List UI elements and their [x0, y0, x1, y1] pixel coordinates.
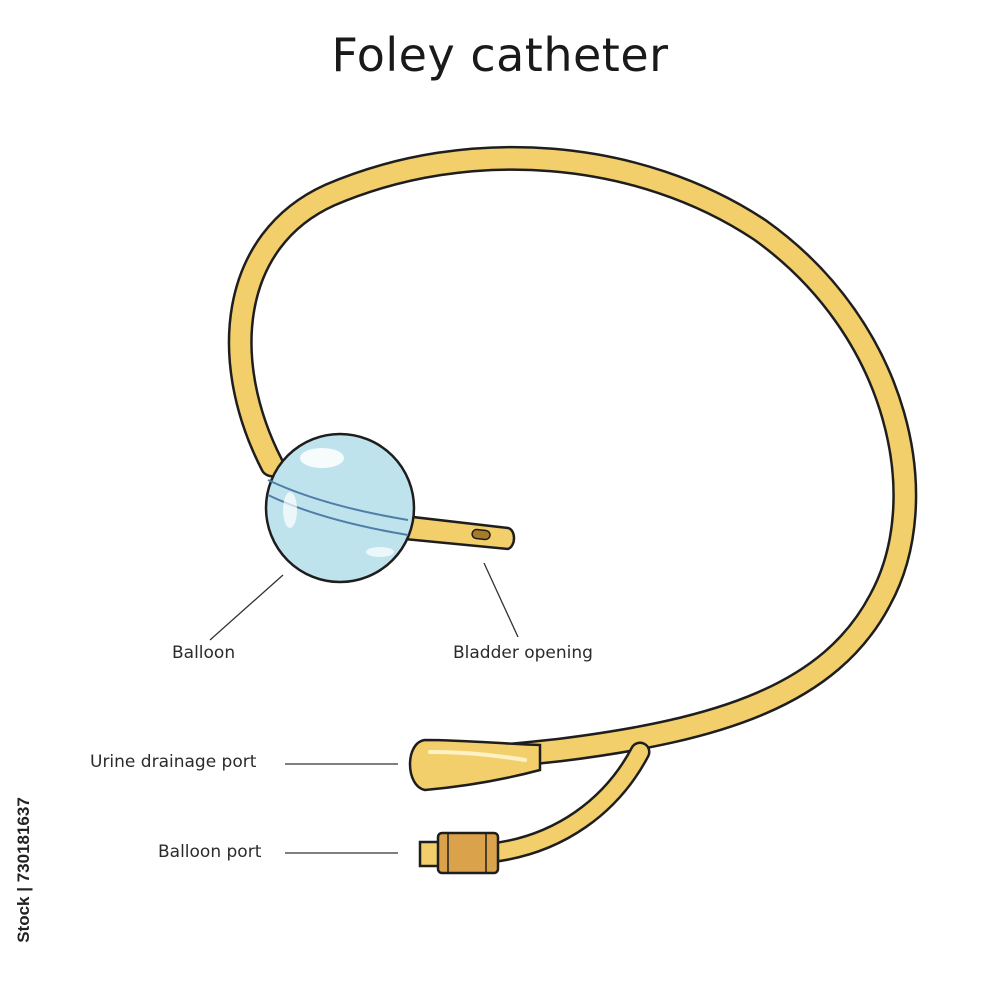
balloon-port-connector — [418, 831, 500, 875]
balloon-shape — [264, 432, 416, 584]
balloon-port-branch — [479, 741, 651, 864]
urine-drainage-port-shape — [408, 738, 542, 792]
label-bladder-opening: Bladder opening — [453, 643, 593, 663]
label-urine-drainage-port: Urine drainage port — [90, 752, 257, 772]
stock-id-watermark: Stock | 730181637 — [12, 770, 36, 970]
balloon-leader-line — [209, 574, 284, 641]
bladder-opening-leader-line — [483, 562, 519, 638]
leader-lines — [209, 562, 519, 854]
catheter-tube — [227, 145, 918, 775]
diagram-title: Foley catheter — [331, 28, 669, 82]
stock-id-text: Stock | 730181637 — [14, 797, 33, 943]
bladder-opening-hole — [471, 528, 491, 541]
label-balloon-port: Balloon port — [158, 842, 262, 862]
label-balloon: Balloon — [172, 643, 236, 663]
